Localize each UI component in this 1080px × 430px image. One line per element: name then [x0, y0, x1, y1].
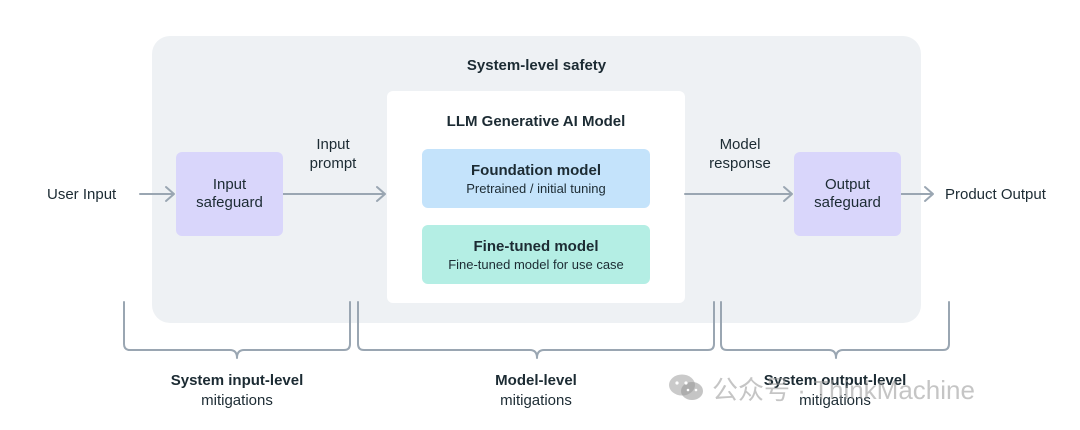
input-prompt-line-1: Input [316, 136, 350, 153]
foundation-model-box: Foundation model Pretrained / initial tu… [422, 149, 650, 208]
output-safeguard-line-1: Output [824, 176, 871, 193]
input-safeguard-box: Input safeguard [176, 152, 283, 236]
llm-model-title: LLM Generative AI Model [446, 113, 626, 130]
model-mitigations-title: Model-level [495, 372, 577, 389]
user-input-label: User Input [47, 186, 117, 203]
model-response-label: Model response [700, 135, 780, 173]
input-prompt-label: Input prompt [298, 135, 368, 173]
brace-input-level [123, 301, 351, 359]
output-safeguard-line-2: safeguard [814, 194, 881, 211]
output-mitigations-sub: mitigations [799, 392, 871, 409]
wechat-icon [668, 373, 704, 403]
finetuned-model-subtitle: Fine-tuned model for use case [448, 256, 624, 272]
output-safeguard-box: Output safeguard [794, 152, 901, 236]
output-mitigations-label: System output-level mitigations [735, 371, 935, 411]
foundation-model-title: Foundation model [471, 161, 601, 179]
brace-output-level [720, 301, 950, 359]
finetuned-model-box: Fine-tuned model Fine-tuned model for us… [422, 225, 650, 284]
brace-model-level [357, 301, 715, 359]
arrow-head-product-output [924, 186, 934, 202]
arrow-head-input-prompt [376, 186, 386, 202]
arrow-head-model-response [783, 186, 793, 202]
watermark-text: 公众号 · ThinkMachine [712, 374, 975, 405]
model-response-line-1: Model [719, 136, 761, 153]
input-mitigations-label: System input-level mitigations [137, 371, 337, 411]
finetuned-model-title: Fine-tuned model [473, 237, 599, 255]
watermark: 公众号 · ThinkMachine [668, 368, 1058, 408]
system-level-safety-title: System-level safety [466, 57, 607, 74]
output-mitigations-title: System output-level [763, 372, 907, 389]
model-mitigations-label: Model-level mitigations [436, 371, 636, 411]
model-mitigations-sub: mitigations [500, 392, 572, 409]
input-safeguard-line-2: safeguard [196, 194, 263, 211]
product-output-label: Product Output [945, 186, 1046, 203]
input-mitigations-sub: mitigations [201, 392, 273, 409]
input-prompt-line-2: prompt [309, 155, 357, 172]
input-safeguard-line-1: Input [212, 176, 247, 193]
foundation-model-subtitle: Pretrained / initial tuning [466, 180, 606, 196]
input-mitigations-title: System input-level [170, 372, 304, 389]
model-response-line-2: response [709, 155, 771, 172]
arrow-head-user-input [165, 186, 175, 202]
